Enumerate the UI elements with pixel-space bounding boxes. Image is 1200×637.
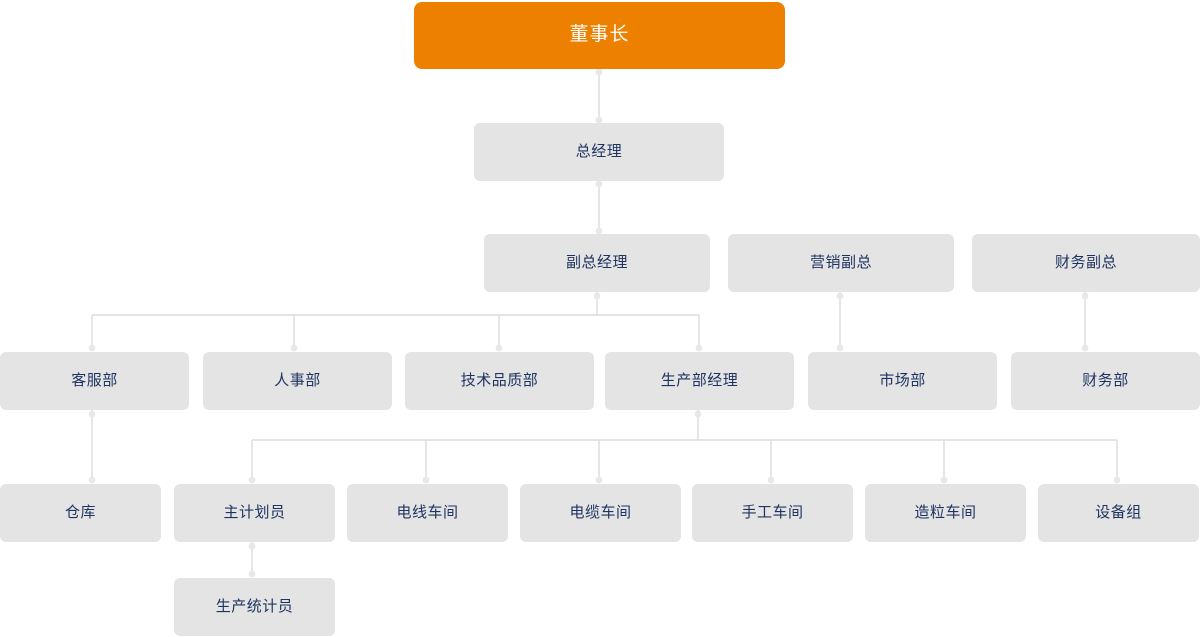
node-wire-workshop[interactable]: 电线车间 bbox=[347, 484, 508, 542]
node-marketing-vp[interactable]: 营销副总 bbox=[728, 234, 954, 292]
connector-dot bbox=[694, 410, 702, 418]
connector-dot bbox=[248, 570, 256, 578]
node-cable-workshop-label: 电缆车间 bbox=[569, 504, 632, 521]
connector-dot bbox=[595, 476, 603, 484]
node-production-manager[interactable]: 生产部经理 bbox=[605, 352, 794, 410]
node-equipment-group-label: 设备组 bbox=[1095, 504, 1142, 521]
node-production-statistician-label: 生产统计员 bbox=[215, 598, 294, 615]
connector-dot bbox=[1081, 344, 1089, 352]
connector-dot bbox=[940, 476, 948, 484]
node-general-manager-label: 总经理 bbox=[575, 143, 623, 160]
connector-dot bbox=[88, 410, 96, 418]
node-finance-dept-label: 财务部 bbox=[1082, 372, 1129, 389]
connector-dot bbox=[767, 476, 775, 484]
node-deputy-gm-label: 副总经理 bbox=[565, 254, 628, 271]
node-chairman[interactable]: 董事长 bbox=[414, 2, 785, 69]
node-chief-planner-label: 主计划员 bbox=[223, 504, 286, 521]
connector-dot bbox=[836, 292, 844, 300]
node-cable-workshop[interactable]: 电缆车间 bbox=[520, 484, 681, 542]
connector-dot bbox=[1081, 292, 1089, 300]
node-warehouse-label: 仓库 bbox=[64, 504, 96, 521]
node-manual-workshop[interactable]: 手工车间 bbox=[692, 484, 853, 542]
connector-dot bbox=[695, 344, 703, 352]
node-chairman-label: 董事长 bbox=[569, 24, 630, 46]
node-production-manager-label: 生产部经理 bbox=[660, 372, 739, 389]
node-manual-workshop-label: 手工车间 bbox=[741, 504, 804, 521]
connector-dot bbox=[593, 292, 601, 300]
node-tech-quality-dept-label: 技术品质部 bbox=[460, 372, 539, 389]
node-marketing-vp-label: 营销副总 bbox=[809, 254, 872, 271]
connector-dot bbox=[248, 476, 256, 484]
node-warehouse[interactable]: 仓库 bbox=[0, 484, 161, 542]
node-hr-dept-label: 人事部 bbox=[274, 372, 321, 389]
connector-dot bbox=[495, 344, 503, 352]
connector-dot bbox=[290, 344, 298, 352]
node-finance-vp-label: 财务副总 bbox=[1054, 254, 1117, 271]
node-tech-quality-dept[interactable]: 技术品质部 bbox=[405, 352, 594, 410]
node-customer-service-dept[interactable]: 客服部 bbox=[0, 352, 189, 410]
node-market-dept[interactable]: 市场部 bbox=[808, 352, 997, 410]
connector-dot bbox=[422, 476, 430, 484]
node-production-statistician[interactable]: 生产统计员 bbox=[174, 578, 335, 636]
node-finance-dept[interactable]: 财务部 bbox=[1011, 352, 1200, 410]
connector-dot bbox=[88, 476, 96, 484]
node-hr-dept[interactable]: 人事部 bbox=[203, 352, 392, 410]
connector-dot bbox=[1113, 476, 1121, 484]
connector-dot bbox=[595, 180, 603, 188]
node-wire-workshop-label: 电线车间 bbox=[396, 504, 459, 521]
node-chief-planner[interactable]: 主计划员 bbox=[174, 484, 335, 542]
node-deputy-gm[interactable]: 副总经理 bbox=[484, 234, 710, 292]
connector-dot bbox=[88, 344, 96, 352]
connector-dot bbox=[248, 542, 256, 550]
node-finance-vp[interactable]: 财务副总 bbox=[972, 234, 1200, 292]
node-customer-service-dept-label: 客服部 bbox=[71, 372, 118, 389]
node-pelletizing-workshop[interactable]: 造粒车间 bbox=[865, 484, 1026, 542]
connector-dot bbox=[595, 68, 603, 76]
node-equipment-group[interactable]: 设备组 bbox=[1038, 484, 1199, 542]
connector-dot bbox=[836, 344, 844, 352]
node-general-manager[interactable]: 总经理 bbox=[474, 123, 724, 181]
node-pelletizing-workshop-label: 造粒车间 bbox=[914, 504, 977, 521]
node-market-dept-label: 市场部 bbox=[879, 372, 926, 389]
